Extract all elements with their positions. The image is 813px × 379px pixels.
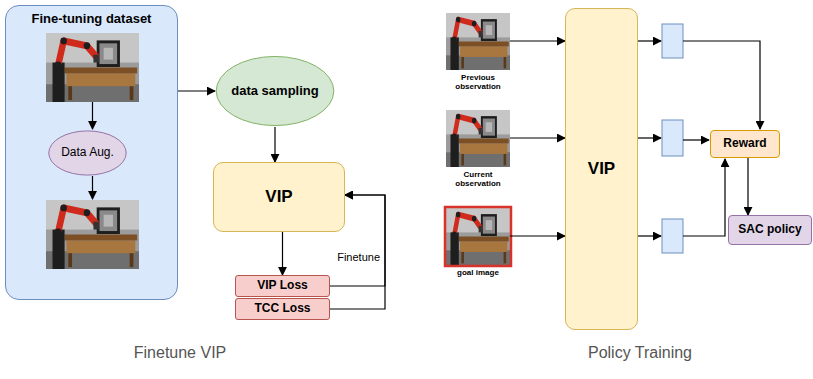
robot-image [46,33,139,102]
image-caption: goal image [457,268,499,277]
node-label: VIP [265,187,292,207]
node-label: data sampling [231,84,318,99]
policy-box: SAC policy [728,215,812,245]
section-caption: Policy Training [588,344,692,362]
goal-image: goal image [446,208,510,277]
model-box: VIP [213,162,345,232]
arrow [92,102,93,129]
arrow-connector [282,232,283,275]
loss-box: VIP Loss [235,275,330,297]
embedding-block [662,120,683,156]
dataset-panel: Fine-tuning datasetData Aug. [5,5,178,300]
section-caption: Finetune VIP [134,344,227,362]
reward-box: Reward [710,130,780,158]
node-label: Data Aug. [61,146,114,160]
embedding-block [662,24,683,58]
node-label: TCC Loss [254,302,310,316]
node-label: VIP [588,159,615,179]
node-label: VIP Loss [257,279,307,293]
robot-image [46,200,139,269]
arrow-connector [274,127,275,162]
loss-box: TCC Loss [235,298,330,320]
robot-image [446,208,510,265]
sampling-ellipse: data sampling [215,55,335,127]
arrow-connector [510,40,565,41]
image-caption: Previous observation [446,73,510,91]
arrow-connector [178,90,215,91]
observation-image: Previous observation [446,13,510,91]
arrow [638,40,661,41]
arrow [92,176,93,199]
embedding-block [662,219,683,253]
model-box: VIP [565,8,638,330]
image-caption: Current observation [446,170,510,188]
arrow-connector [747,158,748,215]
ellipse-shape [49,131,126,175]
arrow [638,235,661,236]
arrow-connector [510,235,565,236]
robot-image [446,13,510,70]
arrow-connector [510,137,565,138]
arrow [683,139,709,140]
arrow [638,137,661,138]
panel-title: Fine-tuning dataset [32,12,152,27]
arrow [683,41,760,129]
edge-label: Finetune [336,251,381,264]
observation-image: Current observation [446,110,510,188]
arrow [683,159,725,236]
augment-ellipse: Data Aug. [48,130,127,176]
ellipse-shape [216,56,334,125]
robot-image [446,110,510,167]
node-label: SAC policy [738,223,801,237]
node-label: Reward [723,137,766,151]
goal-border [445,207,511,266]
